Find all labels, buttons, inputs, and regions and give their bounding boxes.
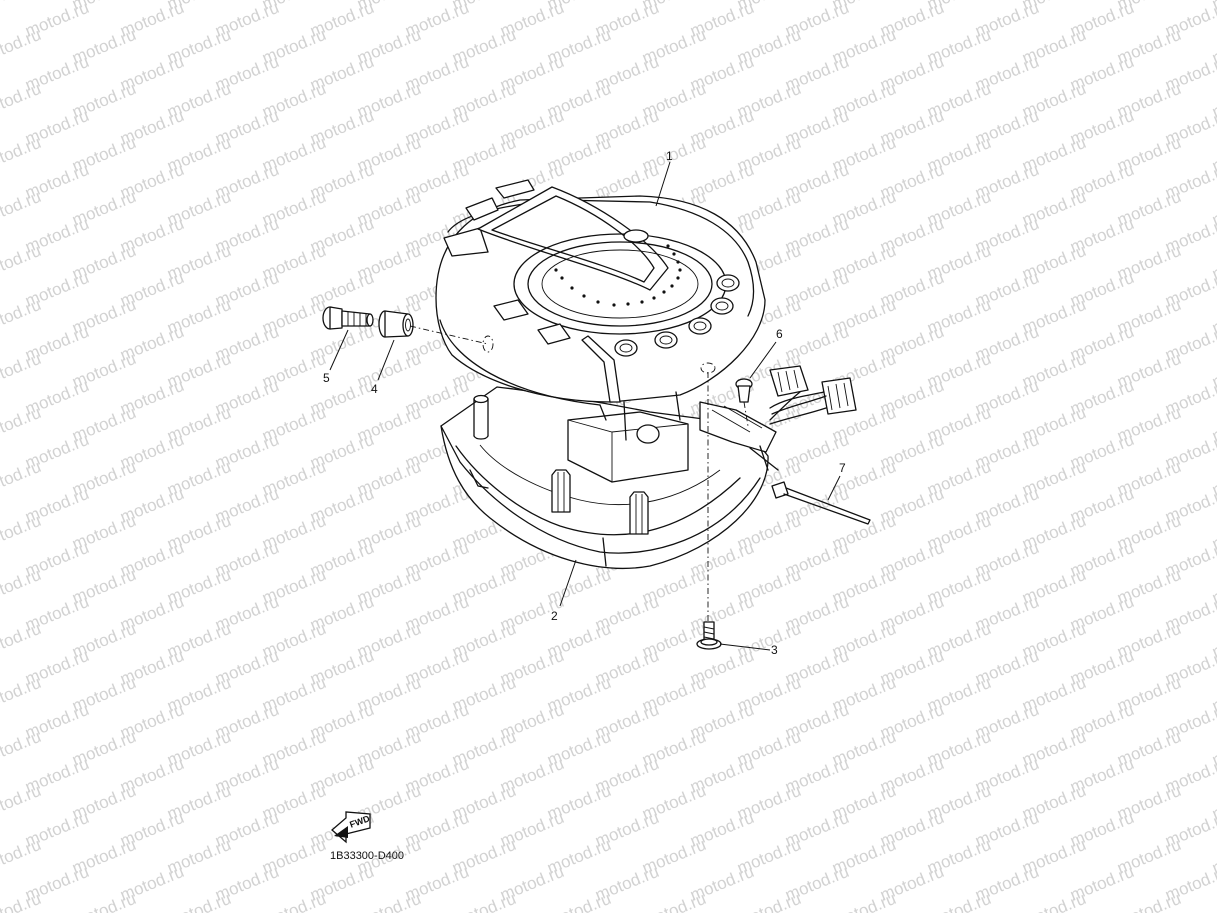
center-lines xyxy=(409,325,749,622)
lower-case xyxy=(440,386,779,569)
callout-3: 3 xyxy=(771,643,778,657)
collar-part-4 xyxy=(378,310,414,338)
screw-part-3 xyxy=(696,621,722,650)
part-code: 1B33300-D400 xyxy=(330,850,404,862)
callout-5: 5 xyxy=(323,371,330,385)
fwd-arrow-icon: FWD xyxy=(331,811,371,844)
meter-assembly xyxy=(435,179,766,441)
cable-tie-part-7 xyxy=(771,481,871,525)
screw-part-5 xyxy=(322,306,374,330)
callout-6: 6 xyxy=(776,327,783,341)
callout-4: 4 xyxy=(371,382,378,396)
callout-2: 2 xyxy=(551,609,558,623)
grommet-and-connectors-part-6 xyxy=(735,365,857,425)
leader-lines xyxy=(329,161,841,651)
callout-7: 7 xyxy=(839,461,846,475)
callouts: 1 2 3 4 5 6 7 xyxy=(323,149,846,657)
callout-1: 1 xyxy=(666,149,673,163)
